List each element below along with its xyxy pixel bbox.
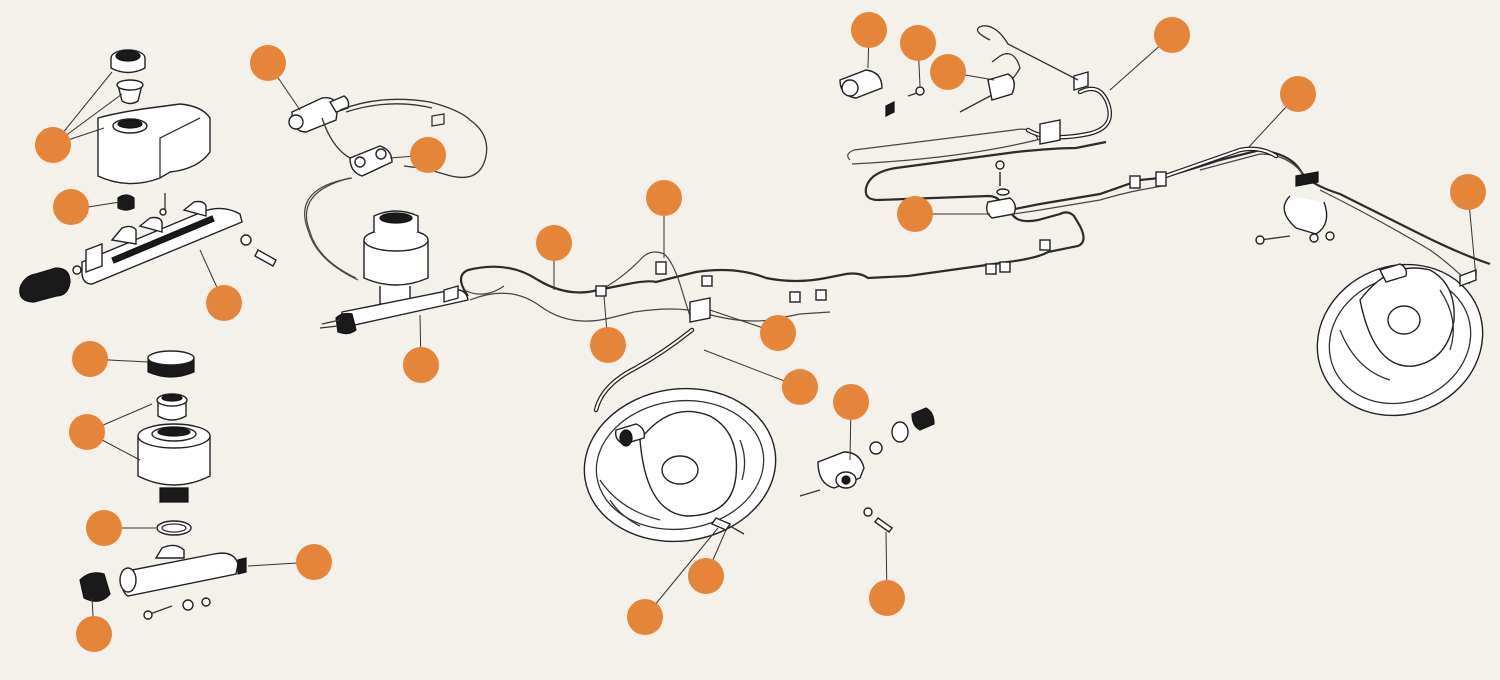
hotspot-reservoir-cap-lower[interactable] xyxy=(72,341,108,377)
hotspot-front-hose[interactable] xyxy=(782,369,818,405)
wheel-cylinder-parts xyxy=(799,407,935,533)
pipe-clips xyxy=(595,71,1167,323)
hotspot-rear-wheel-cylinder[interactable] xyxy=(851,12,887,48)
hotspot-seal-ring[interactable] xyxy=(86,510,122,546)
master-cylinder-assembly-upper xyxy=(19,49,277,303)
hotspot-cylinder-body-lower[interactable] xyxy=(296,544,332,580)
pressure-switch-assembly xyxy=(288,95,488,179)
hotspot-brake-pipe-a[interactable] xyxy=(536,225,572,261)
brake-pipe-network xyxy=(459,128,1491,322)
hotspots xyxy=(35,12,1486,652)
hotspot-adjuster[interactable] xyxy=(627,599,663,635)
hotspot-main-master-cylinder[interactable] xyxy=(403,347,439,383)
hotspot-connector-block[interactable] xyxy=(410,137,446,173)
front-brake-backplate xyxy=(583,387,777,543)
hotspot-master-cylinder-body[interactable] xyxy=(206,285,242,321)
hotspot-boot-lower[interactable] xyxy=(76,616,112,652)
hotspot-bolt[interactable] xyxy=(869,580,905,616)
hotspot-front-union[interactable] xyxy=(760,315,796,351)
hotspot-handbrake-lever[interactable] xyxy=(930,54,966,90)
hotspot-brake-pipe-b[interactable] xyxy=(646,180,682,216)
hotspot-wheel-cylinder[interactable] xyxy=(833,384,869,420)
hotspot-reservoir-lower[interactable] xyxy=(69,414,105,450)
master-cylinder-main xyxy=(319,210,469,335)
flexible-hoses xyxy=(593,86,1279,413)
hotspot-three-way-union[interactable] xyxy=(897,196,933,232)
hotspot-rear-backplate[interactable] xyxy=(1450,174,1486,210)
hotspot-reservoir-cap-filter[interactable] xyxy=(35,127,71,163)
hotspot-small-cap[interactable] xyxy=(53,189,89,225)
hotspot-bleed-nipple[interactable] xyxy=(900,25,936,61)
hotspot-bleed-screw[interactable] xyxy=(688,558,724,594)
master-cylinder-assembly-lower xyxy=(79,350,247,620)
hotspot-rear-pipe[interactable] xyxy=(1280,76,1316,112)
hotspot-rear-hose[interactable] xyxy=(1154,17,1190,53)
hotspot-pipe-clip[interactable] xyxy=(590,327,626,363)
hotspot-pressure-switch[interactable] xyxy=(250,45,286,81)
handbrake-parts xyxy=(839,25,1079,196)
rear-brake-backplate xyxy=(1316,263,1484,417)
axle-clamp xyxy=(1255,171,1335,245)
